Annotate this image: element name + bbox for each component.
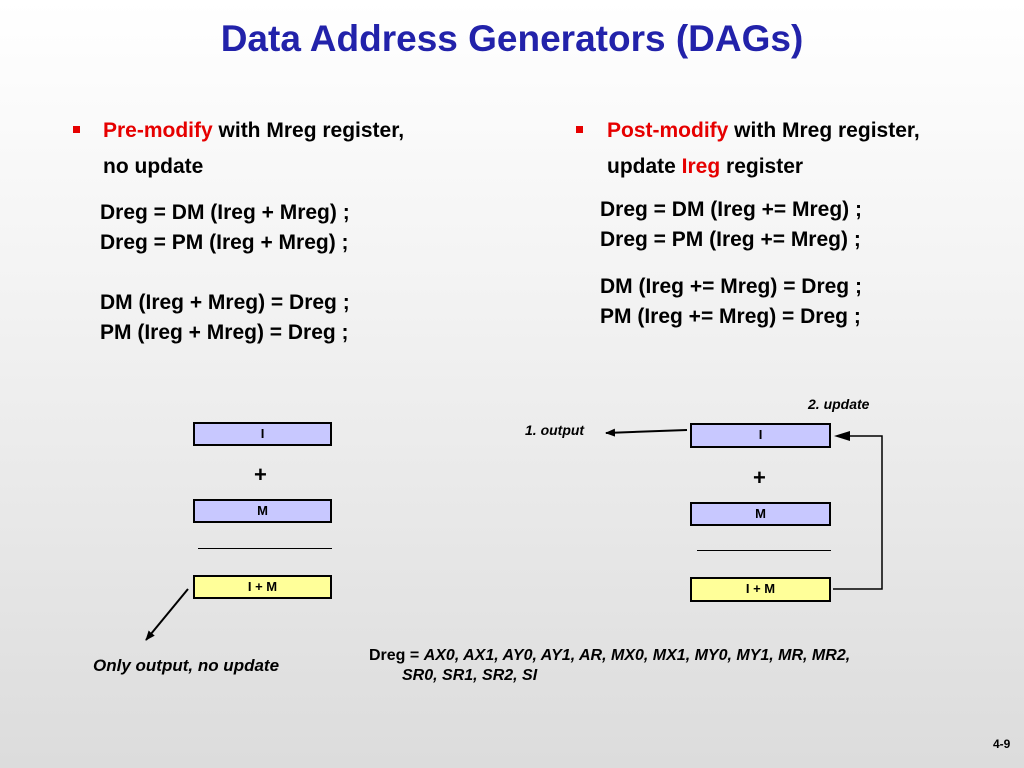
dreg-register-list: Dreg = AX0, AX1, AY0, AY1, AR, MX0, MX1,… — [369, 646, 850, 686]
code-line: Dreg = DM (Ireg + Mreg) ; — [100, 201, 350, 224]
update-arrowhead — [834, 431, 850, 441]
right-register-m: M — [690, 502, 831, 526]
left-register-sum: I + M — [193, 575, 332, 599]
left-bullet-rest: with Mreg register, — [212, 119, 405, 142]
code-line: DM (Ireg += Mreg) = Dreg ; — [600, 275, 862, 298]
right-register-sum: I + M — [690, 577, 831, 602]
left-code-block-2: DM (Ireg + Mreg) = Dreg ; PM (Ireg + Mre… — [100, 288, 350, 348]
left-bullet-keyword: Pre-modify — [103, 119, 213, 142]
dreg-list-line1: AX0, AX1, AY0, AY1, AR, MX0, MX1, MY0, M… — [423, 647, 851, 664]
only-output-note: Only output, no update — [93, 656, 280, 675]
left-bullet-line2: no update — [103, 155, 204, 178]
dreg-prefix: Dreg = — [369, 647, 424, 664]
dreg-list-line2: SR0, SR1, SR2, SI — [402, 667, 538, 684]
right-bullet: Post-modify with Mreg register, update I… — [607, 113, 920, 185]
only-output-arrow — [145, 588, 189, 641]
bullet-square-icon — [73, 126, 80, 133]
bullet-square-icon — [576, 126, 583, 133]
output-arrow — [605, 428, 688, 437]
page-number: 4-9 — [993, 737, 1011, 751]
right-bullet-ireg: Ireg — [681, 155, 721, 178]
code-line: DM (Ireg + Mreg) = Dreg ; — [100, 291, 350, 314]
left-plus-sign: + — [254, 462, 267, 487]
code-line: Dreg = DM (Ireg += Mreg) ; — [600, 198, 862, 221]
slide-title: Data Address Generators (DAGs) — [220, 18, 804, 59]
code-line: Dreg = PM (Ireg += Mreg) ; — [600, 228, 861, 251]
code-line: PM (Ireg += Mreg) = Dreg ; — [600, 305, 861, 328]
code-line: Dreg = PM (Ireg + Mreg) ; — [100, 231, 349, 254]
left-register-m: M — [193, 499, 332, 523]
left-code-block: Dreg = DM (Ireg + Mreg) ; Dreg = PM (Ire… — [100, 198, 350, 258]
right-bullet-line2a: update — [607, 155, 682, 178]
right-bullet-line2b: register — [720, 155, 804, 178]
right-bullet-rest: with Mreg register, — [728, 119, 920, 142]
left-bullet: Pre-modify with Mreg register, no update — [103, 113, 404, 185]
left-divider — [198, 548, 332, 549]
right-bullet-keyword: Post-modify — [607, 119, 729, 142]
label-update: 2. update — [808, 396, 870, 412]
left-register-i: I — [193, 422, 332, 446]
right-register-i: I — [690, 423, 831, 448]
code-line: PM (Ireg + Mreg) = Dreg ; — [100, 321, 349, 344]
label-output: 1. output — [525, 422, 585, 438]
right-code-block: Dreg = DM (Ireg += Mreg) ; Dreg = PM (Ir… — [600, 195, 862, 255]
right-plus-sign: + — [753, 465, 766, 490]
update-loop-line — [833, 435, 883, 590]
right-code-block-2: DM (Ireg += Mreg) = Dreg ; PM (Ireg += M… — [600, 272, 862, 332]
right-divider — [697, 550, 831, 551]
